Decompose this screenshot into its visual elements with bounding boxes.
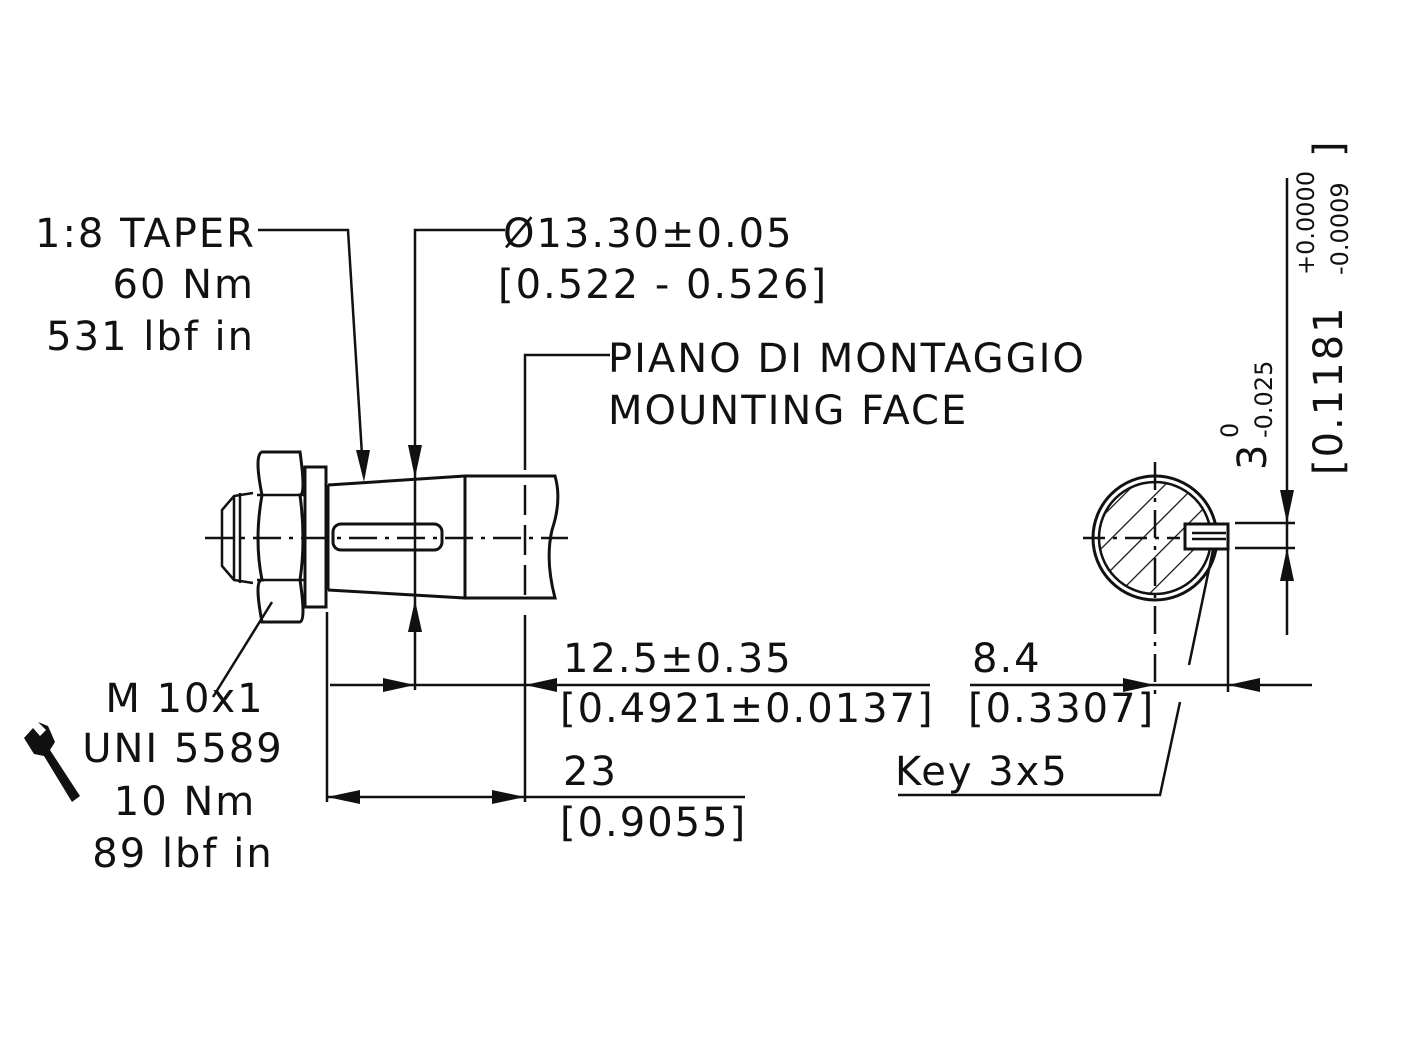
nut-leader (211, 601, 274, 698)
dimension-23: 23 [0.9055] (327, 749, 747, 846)
nut-standard: UNI 5589 (82, 726, 284, 772)
nut-callout: M 10x1 UNI 5589 10 Nm 89 lbf in (24, 601, 284, 877)
diameter-value: Ø13.30±0.05 (503, 211, 794, 257)
arrowhead (327, 790, 360, 804)
key-leader (1187, 549, 1215, 666)
key-label: Key 3x5 (895, 749, 1069, 795)
key-width-inch: [0.1181 (1306, 305, 1352, 475)
wrench-icon (24, 722, 80, 802)
key-width-inch-upper: +0.0000 (1292, 171, 1320, 275)
dimension-12-5: 12.5±0.35 [0.4921±0.0137] (325, 612, 935, 802)
nut-thread: M 10x1 (105, 676, 264, 722)
taper-leader (258, 228, 364, 456)
mounting-face-en: MOUNTING FACE (608, 388, 968, 434)
key-callout: Key 3x5 (895, 549, 1215, 797)
key-width-inch-close: ] (1306, 139, 1352, 157)
nut-torque-lbf: 89 lbf in (92, 831, 273, 877)
dim-23-inch: [0.9055] (560, 800, 747, 846)
arrowhead (408, 445, 422, 478)
nut-torque-nm: 10 Nm (114, 779, 257, 825)
key-leader (898, 701, 1182, 797)
arrowhead (356, 450, 370, 482)
cylindrical-section (465, 474, 560, 600)
mounting-face-it: PIANO DI MONTAGGIO (608, 336, 1086, 382)
diameter-callout: Ø13.30±0.05 [0.522 - 0.526] (408, 211, 828, 690)
dim-12-5-inch: [0.4921±0.0137] (560, 686, 935, 732)
taper-label: 1:8 TAPER (35, 211, 256, 257)
arrowhead (492, 790, 525, 804)
key-width-upper-tol: 0 (1216, 423, 1244, 438)
arrowhead (525, 678, 557, 692)
mounting-face-callout: PIANO DI MONTAGGIO MOUNTING FACE (523, 336, 1086, 802)
shaft-cross-section (1083, 462, 1230, 700)
keyway-slot (331, 522, 444, 552)
key (1183, 522, 1230, 551)
dim-8-4-inch: [0.3307] (968, 686, 1155, 732)
dimension-key-width: 3 0 -0.025 [0.1181 +0.0000 -0.0009 ] (1216, 139, 1354, 635)
key-width-inch-lower: -0.0009 (1326, 182, 1354, 275)
diameter-inch: [0.522 - 0.526] (498, 262, 828, 308)
key-width-nominal: 3 (1230, 443, 1276, 470)
dim-12-5-value: 12.5±0.35 (563, 636, 793, 682)
arrowhead (383, 678, 415, 692)
dim-23-value: 23 (563, 749, 618, 795)
diameter-leader (413, 228, 505, 600)
taper-torque-nm: 60 Nm (113, 262, 256, 308)
mounting-face-leader (523, 353, 610, 470)
key-width-lower-tol: -0.025 (1250, 361, 1278, 438)
taper-callout: 1:8 TAPER 60 Nm 531 lbf in (35, 211, 370, 482)
arrowhead (1280, 548, 1294, 581)
dim-8-4-value: 8.4 (972, 636, 1042, 682)
taper-torque-lbf: 531 lbf in (46, 314, 255, 360)
dimension-8-4: 8.4 [0.3307] (968, 550, 1312, 732)
arrowhead (1123, 678, 1155, 692)
taper-section (327, 474, 467, 600)
arrowhead (1228, 678, 1260, 692)
shaft-side-view (205, 450, 568, 624)
arrowhead (1280, 490, 1294, 523)
